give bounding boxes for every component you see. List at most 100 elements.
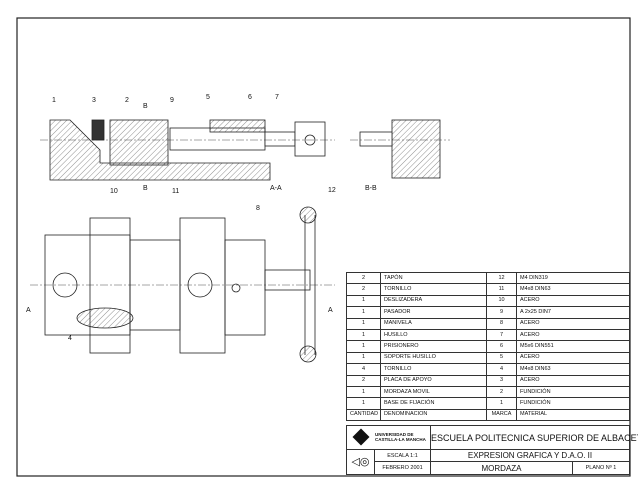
parts-header-row: CANTIDAD DENOMINACION MARCA MATERIAL [346,408,630,422]
plan-view [30,206,335,363]
part-mark: 9 [486,306,517,319]
part-qty: 2 [346,271,381,285]
part-material: ACERO [516,317,630,330]
balloon-6: 6 [248,94,252,101]
cut-label-a-right: A [328,307,333,314]
section-label-a-a: A-A [270,185,282,192]
section-b-b-view [350,119,450,179]
part-name: MANIVELA [380,317,487,330]
university-logo-cell: UNIVERSIDAD DE CASTILLA-LA MANCHA [347,426,431,450]
title-block: UNIVERSIDAD DE CASTILLA-LA MANCHA ESCUEL… [346,425,638,475]
part-qty: 1 [346,340,381,353]
part-name: TAPÓN [380,271,487,285]
school-name: ESCUELA POLITECNICA SUPERIOR DE ALBACETE [431,426,638,450]
part-qty: 2 [346,283,381,296]
sheet-border [16,17,631,477]
part-mark: 11 [486,283,517,296]
part-name: TORNILLO [380,283,487,296]
part-qty: 1 [346,294,381,308]
scale: ESCALA 1:1 [375,450,431,462]
part-qty: 1 [346,317,381,330]
balloon-labels: 1 3 2 B 9 5 6 7 10 B 11 12 8 4 A-A B-B A… [26,94,377,342]
part-material: M4x8 DIN63 [516,363,630,376]
part-material: A 2x25 DIN7 [516,306,630,319]
part-qty: 1 [346,351,381,365]
part-mark: 2 [486,385,517,399]
part-name: BASE DE FIJACIÓN [380,397,487,410]
part-material: M4x8 DIN63 [516,283,630,296]
balloon-1: 1 [52,97,56,104]
drawing-title: MORDAZA [431,462,573,475]
part-qty: 4 [346,363,381,376]
part-material: FUNDICIÓN [516,397,630,410]
part-material: M4 DIN319 [516,271,630,285]
part-qty: 1 [346,328,381,342]
part-mark: 1 [486,397,517,410]
balloon-7: 7 [275,94,279,101]
section-a-a-view [40,119,335,181]
part-mark: 6 [486,340,517,353]
part-material: ACERO [516,374,630,387]
balloon-b-top: B [143,103,148,110]
part-qty: 1 [346,385,381,399]
balloon-12: 12 [328,187,336,194]
section-label-b-b: B-B [365,185,377,192]
balloon-5: 5 [206,94,210,101]
header-name: DENOMINACION [380,408,487,422]
date: FEBRERO 2001 [375,462,431,475]
balloon-9: 9 [170,97,174,104]
part-mark: 4 [486,363,517,376]
part-name: PRISIONERO [380,340,487,353]
balloon-3: 3 [92,97,96,104]
part-name: HUSILLO [380,328,487,342]
part-qty: 1 [346,306,381,319]
university-name: UNIVERSIDAD DE CASTILLA-LA MANCHA [375,432,426,442]
part-mark: 12 [486,271,517,285]
part-mark: 3 [486,374,517,387]
balloon-2: 2 [125,97,129,104]
cut-label-a-left: A [26,307,31,314]
part-material: ACERO [516,328,630,342]
balloon-10: 10 [110,188,118,195]
part-name: MORDAZA MOVIL [380,385,487,399]
balloon-b-bottom: B [143,185,148,192]
part-mark: 7 [486,328,517,342]
part-name: DESLIZADERA [380,294,487,308]
course-name: EXPRESION GRAFICA Y D.A.O. II [431,450,629,462]
part-material: M5x6 DIN551 [516,340,630,353]
balloon-11: 11 [172,188,179,195]
part-material: ACERO [516,294,630,308]
part-material: FUNDICIÓN [516,385,630,399]
balloon-8: 8 [256,205,260,212]
part-name: PASADOR [380,306,487,319]
part-qty: 1 [346,397,381,410]
part-mark: 8 [486,317,517,330]
projection-symbol-icon: ◁◎ [347,450,375,475]
part-mark: 5 [486,351,517,365]
part-material: ACERO [516,351,630,365]
header-mark: MARCA [486,408,517,422]
part-mark: 10 [486,294,517,308]
part-name: PLACA DE APOYO [380,374,487,387]
part-qty: 2 [346,374,381,387]
sheet-number: PLANO Nº 1 [585,465,617,471]
university-logo-icon [352,428,370,446]
part-name: SOPORTE HUSILLO [380,351,487,365]
balloon-4: 4 [68,335,72,342]
part-name: TORNILLO [380,363,487,376]
header-qty: CANTIDAD [346,408,381,422]
